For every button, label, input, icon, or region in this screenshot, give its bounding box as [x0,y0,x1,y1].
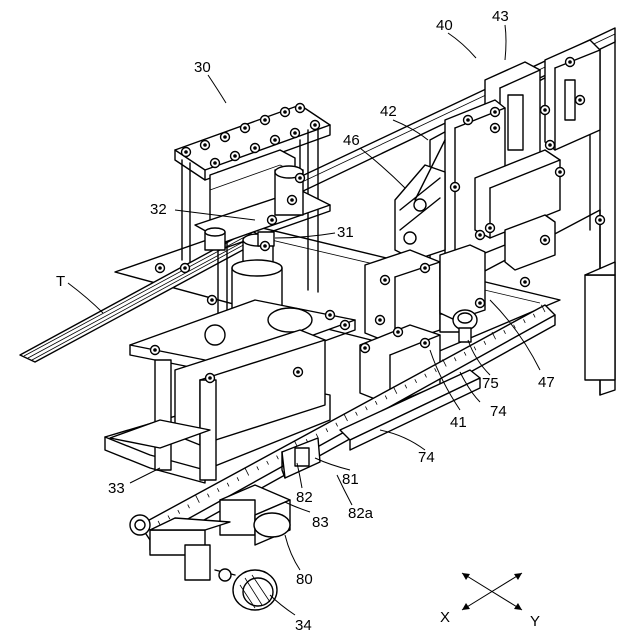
bolt-center [423,341,427,345]
bolt-center [313,123,317,127]
bolt-center [568,60,572,64]
bolt-center [273,138,277,142]
bolt-center [298,176,302,180]
label-82: 82 [296,489,313,506]
bolt-center [158,266,162,270]
bolt-center [363,346,367,350]
axis-indicator [462,573,522,610]
label-74-lower: 74 [418,449,435,466]
bolt-center [233,154,237,158]
label-30: 30 [194,59,211,76]
bolt-center [213,161,217,165]
bolt-center [270,218,274,222]
label-80: 80 [296,571,313,588]
bolt-center [423,266,427,270]
axis-label-y: Y [530,613,540,630]
bolt-center [598,218,602,222]
bolt-center [296,370,300,374]
bolt-center [523,280,527,284]
bolt-center [543,238,547,242]
label-41: 41 [450,414,467,431]
bolt-center [453,185,457,189]
bolt-center [184,150,188,154]
bolt-center [328,313,332,317]
bolt-center [396,330,400,334]
bolt-center [210,298,214,302]
bolt-center [253,146,257,150]
label-81: 81 [342,471,359,488]
bolt-center [578,98,582,102]
bolt-center [223,135,227,139]
bolt-center [466,118,470,122]
label-75: 75 [482,375,499,392]
label-33: 33 [108,480,125,497]
label-42: 42 [380,103,397,120]
bolt-center [183,266,187,270]
axis-label-x: X [440,609,450,626]
bolt-center [343,323,347,327]
bolt-center [558,170,562,174]
label-34: 34 [295,617,312,634]
knob-34 [215,569,277,610]
label-83: 83 [312,514,329,531]
bolt-center [378,318,382,322]
bolt-center [383,278,387,282]
bolt-center [543,108,547,112]
bolt-center [478,233,482,237]
bolt-center [298,106,302,110]
bolt-center [203,143,207,147]
bolt-center [243,126,247,130]
label-74-upper: 74 [490,403,507,420]
bolt-center [493,110,497,114]
label-82a: 82a [348,505,374,522]
label-32: 32 [150,201,167,218]
bolt-center [263,118,267,122]
label-31: 31 [337,224,354,241]
bolt-center [290,198,294,202]
label-47: 47 [538,374,555,391]
bolt-center [283,110,287,114]
bolt-center [263,244,267,248]
bolt-center [208,376,212,380]
label-T: T [56,273,65,290]
bolt-center [493,126,497,130]
bolt-center [488,226,492,230]
bolt-center [548,143,552,147]
bolt-center [153,348,157,352]
label-43: 43 [492,8,509,25]
bolt-center [478,301,482,305]
label-46: 46 [343,132,360,149]
bolt-center [293,131,297,135]
label-40: 40 [436,17,453,34]
